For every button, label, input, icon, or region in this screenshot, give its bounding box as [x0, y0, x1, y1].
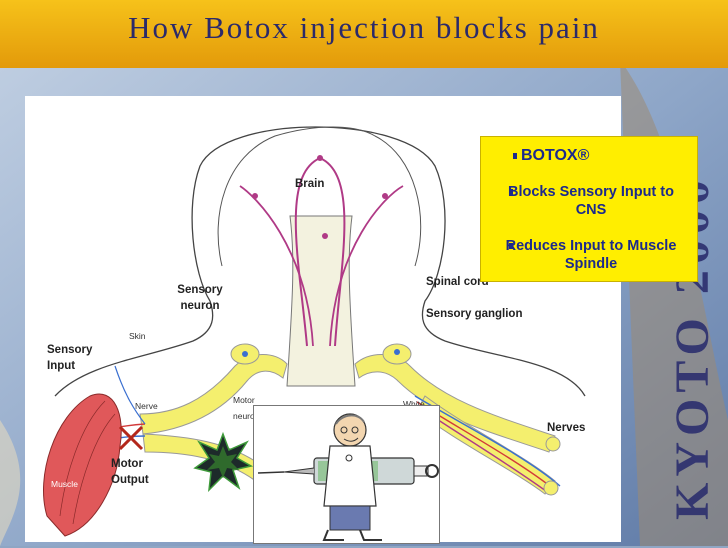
label-brain: Brain: [295, 178, 325, 190]
bullet-icon: [509, 243, 513, 249]
cross-mark-icon: [118, 425, 144, 451]
label-nerves: Nerves: [547, 422, 586, 434]
label-sensory-ganglion: Sensory ganglion: [426, 308, 523, 320]
callout-item-reduces-input: Reduces Input to Muscle Spindle: [505, 238, 677, 272]
title-bar: How Botox injection blocks pain: [0, 0, 728, 68]
callout-item-blocks-sensory: Blocks Sensory Input to CNS: [508, 184, 674, 218]
label-skin: Skin: [129, 331, 146, 341]
slide-title: How Botox injection blocks pain: [128, 10, 600, 45]
callout-item-botox: BOTOX®: [521, 147, 590, 164]
diagram-drawing: [43, 126, 586, 537]
label-nerve: Nerve: [135, 401, 158, 411]
bullet-icon: [509, 189, 513, 195]
label-motor-neuron: Motor neuron: [233, 395, 260, 421]
label-spinal-cord: Spinal cord: [426, 276, 489, 288]
explosion-icon: [193, 432, 253, 492]
botox-callout: BOTOX® Blocks Sensory Input to CNS Reduc…: [480, 136, 698, 282]
label-sensory-input: Sensory Input: [47, 344, 93, 372]
doctor-cartoon-drawing: $ $: [257, 413, 439, 541]
label-motor-output: Motor Output: [111, 458, 149, 486]
bullet-icon: [513, 153, 517, 159]
label-muscle: Muscle: [51, 479, 78, 489]
label-sensory-neuron: Sensory neuron: [177, 284, 223, 312]
doctor-syringe-cartoon: $ $: [253, 405, 440, 544]
